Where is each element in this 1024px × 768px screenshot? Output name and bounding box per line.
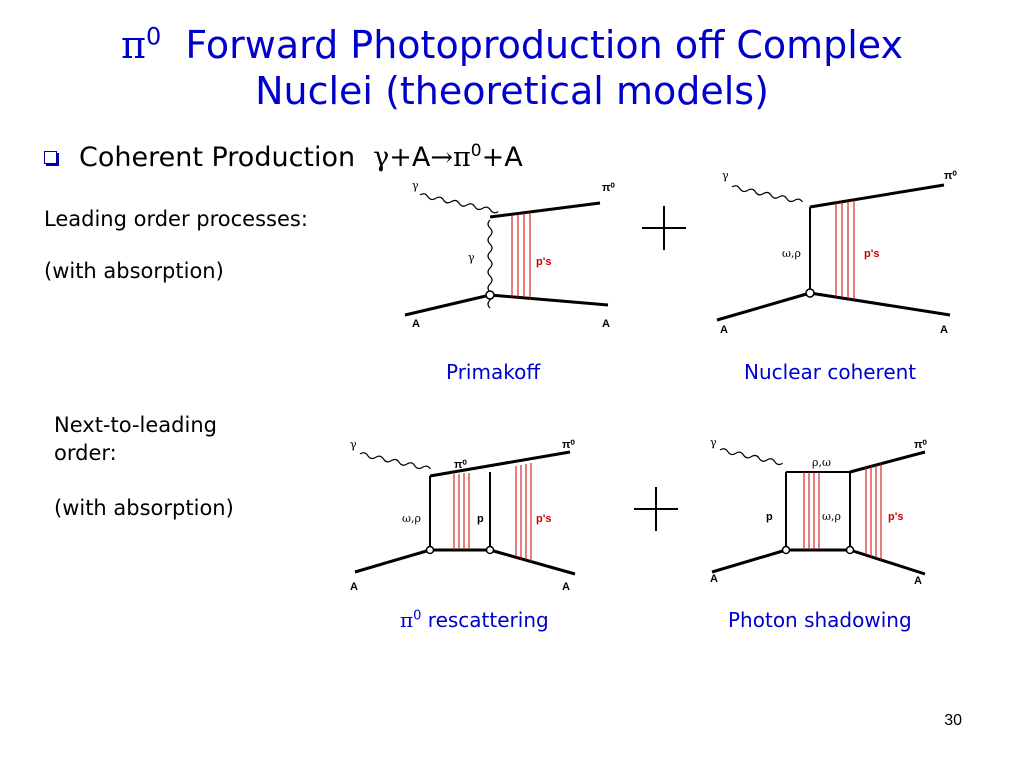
nlo-label-line-1: Next-to-leading xyxy=(54,413,217,437)
primakoff-diagram: γ π⁰ γ p's A A xyxy=(404,179,615,330)
label-a-in: A xyxy=(412,318,420,330)
label-pi0-mid: π⁰ xyxy=(454,459,467,471)
pomeron-lines-inner xyxy=(453,473,470,550)
incoming-nucleus-line xyxy=(711,548,787,574)
vertex-circle xyxy=(485,290,495,300)
reaction-pi: π xyxy=(453,141,471,173)
label-p: p xyxy=(477,513,484,525)
caption-pi-symbol: π xyxy=(400,608,414,632)
reaction-formula: γ+A→π0+A xyxy=(373,142,523,173)
label-omega-rho: ω,ρ xyxy=(822,510,841,523)
label-rho-omega: ρ,ω xyxy=(812,456,831,469)
label-p: p xyxy=(766,511,773,523)
caption-primakoff: Primakoff xyxy=(446,360,541,384)
label-pi0-out: π⁰ xyxy=(602,182,615,194)
square-bullet-icon xyxy=(44,150,57,164)
nlo-absorption-label: (with absorption) xyxy=(54,496,234,520)
pomeron-lines-outer xyxy=(865,463,882,560)
incoming-photon-line xyxy=(719,448,783,466)
vertex-circle-left xyxy=(781,545,791,555)
label-a-in: A xyxy=(350,581,358,593)
reaction-a-2: A xyxy=(504,141,523,173)
incoming-nucleus-line xyxy=(404,293,491,317)
caption-rescattering-text: rescattering xyxy=(421,608,549,632)
nuclear-coherent-diagram: γ π⁰ ω,ρ p's A A xyxy=(716,169,957,336)
label-omega-rho: ω,ρ xyxy=(402,512,421,525)
label-pi0-out: π⁰ xyxy=(944,170,957,182)
label-omega-rho: ω,ρ xyxy=(782,247,801,260)
leading-order-label: Leading order processes: xyxy=(44,207,308,231)
label-pi0-out: π⁰ xyxy=(914,439,927,451)
incoming-nucleus-line xyxy=(716,291,811,322)
label-a-out: A xyxy=(602,318,610,330)
label-pi0-out: π⁰ xyxy=(562,439,575,451)
label-a-in: A xyxy=(720,324,728,336)
incoming-photon-line xyxy=(419,193,499,214)
label-ps: p's xyxy=(864,248,879,260)
caption-pi-sup: 0 xyxy=(413,608,422,624)
pomeron-lines-outer xyxy=(515,463,532,562)
title-pi-superscript: 0 xyxy=(145,22,162,51)
caption-photon-shadowing: Photon shadowing xyxy=(728,608,912,632)
label-gamma-in: γ xyxy=(722,169,729,182)
outgoing-nucleus-line xyxy=(849,548,926,576)
page-number: 30 xyxy=(944,712,962,729)
outgoing-nucleus-line xyxy=(809,291,951,317)
label-gamma-in: γ xyxy=(412,179,419,192)
vertex-circle-left xyxy=(425,545,435,555)
reaction-arrow: → xyxy=(430,141,454,173)
vertex-circle-right xyxy=(485,545,495,555)
incoming-photon-line xyxy=(359,452,431,470)
title-line-2: Nuclei (theoretical models) xyxy=(255,69,769,113)
outgoing-pion-line xyxy=(489,201,601,219)
reaction-plus-2: + xyxy=(481,141,505,173)
outgoing-pion-line xyxy=(429,450,571,478)
label-gamma-in: γ xyxy=(710,436,717,449)
outgoing-pion-line xyxy=(849,450,926,474)
reaction-pi-sup: 0 xyxy=(470,140,482,161)
plus-sign-bottom xyxy=(634,487,678,531)
reaction-plus-1: + xyxy=(389,141,412,173)
label-gamma-exchange: γ xyxy=(468,251,475,264)
slide-title: π0 Forward Photoproduction off Complex N… xyxy=(0,22,1024,114)
label-a-in: A xyxy=(710,573,718,585)
pi0-rescattering-diagram: γ π⁰ π⁰ ω,ρ p p's A A xyxy=(350,438,576,593)
label-a-out: A xyxy=(940,324,948,336)
label-ps: p's xyxy=(536,256,551,268)
caption-pi0-rescattering: π0 rescattering xyxy=(400,608,549,632)
label-a-out: A xyxy=(914,575,922,587)
title-line-1: π0 Forward Photoproduction off Complex xyxy=(0,22,1024,68)
photon-shadowing-diagram: γ π⁰ ρ,ω p ω,ρ p's A A xyxy=(710,436,927,587)
outgoing-nucleus-line xyxy=(489,548,576,576)
reaction-a-1: A xyxy=(411,141,431,173)
label-ps: p's xyxy=(888,511,903,523)
reaction-gamma: γ xyxy=(373,141,390,173)
label-ps: p's xyxy=(536,513,551,525)
bullet-coherent-production: Coherent Production γ+A→π0+A xyxy=(44,140,523,174)
title-pi-symbol: π xyxy=(120,23,146,67)
pomeron-exchange-lines xyxy=(835,200,855,300)
plus-sign-top xyxy=(642,206,686,250)
label-gamma-in: γ xyxy=(350,438,357,451)
nlo-label-line-2: order: xyxy=(54,441,117,465)
incoming-nucleus-line xyxy=(354,548,431,574)
vertex-circle xyxy=(805,288,815,298)
label-a-out: A xyxy=(562,581,570,593)
pomeron-exchange-lines xyxy=(511,212,531,299)
vertex-circle-right xyxy=(845,545,855,555)
outgoing-nucleus-line xyxy=(489,293,609,307)
leading-absorption-label: (with absorption) xyxy=(44,259,224,283)
outgoing-pion-line xyxy=(809,183,945,209)
title-line-1-text: Forward Photoproduction off Complex xyxy=(185,23,904,67)
bullet-text: Coherent Production xyxy=(79,141,356,173)
incoming-photon-line xyxy=(731,185,803,203)
caption-nuclear-coherent: Nuclear coherent xyxy=(744,360,917,384)
pomeron-lines-inner xyxy=(803,472,820,550)
